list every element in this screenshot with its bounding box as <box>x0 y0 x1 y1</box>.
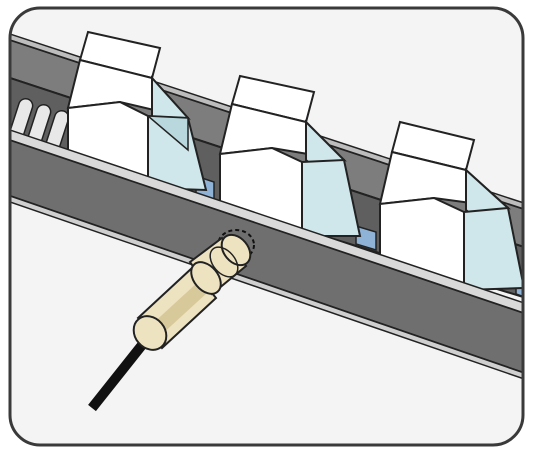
illustration-frame <box>0 0 533 453</box>
conveyor-sensor-illustration <box>0 0 533 453</box>
